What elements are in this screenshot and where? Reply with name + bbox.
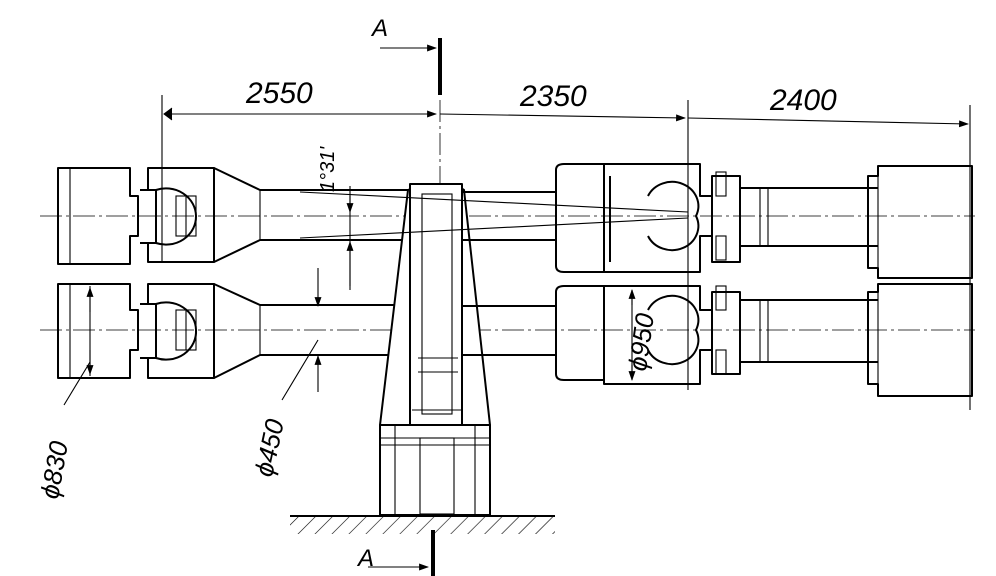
diameter-950-label: ϕ950 [622, 311, 660, 373]
center-lines [40, 100, 975, 515]
upper-left-roll [57, 167, 139, 265]
inclined-axis [299, 186, 689, 290]
foundation-hatch [290, 515, 555, 534]
upper-right-roll [867, 165, 973, 279]
diameter-450-label: ϕ450 [249, 416, 290, 479]
angle-label: 1°31' [317, 146, 339, 192]
section-marker [368, 38, 442, 576]
lower-right-roll [867, 283, 973, 397]
lower-left-coupling [140, 283, 215, 379]
lower-right-coupling [555, 285, 878, 385]
upper-right-coupling [555, 163, 878, 273]
upper-left-spindle [213, 167, 410, 263]
lower-right-spindle [462, 305, 556, 356]
dimension-2400: 2400 [769, 84, 837, 117]
diameter-830-label: ϕ830 [34, 438, 74, 501]
diameter-450-callout [281, 268, 322, 401]
center-support [379, 183, 491, 516]
dimension-2550: 2550 [245, 77, 313, 110]
upper-right-spindle [462, 191, 556, 241]
diameter-830-callout [63, 286, 94, 406]
section-label-bottom: A [356, 545, 374, 572]
lower-left-spindle [213, 283, 410, 379]
section-label-top: A [370, 15, 388, 42]
lower-left-roll [57, 283, 139, 379]
dimension-2350: 2350 [519, 80, 587, 113]
upper-left-coupling [140, 167, 215, 263]
